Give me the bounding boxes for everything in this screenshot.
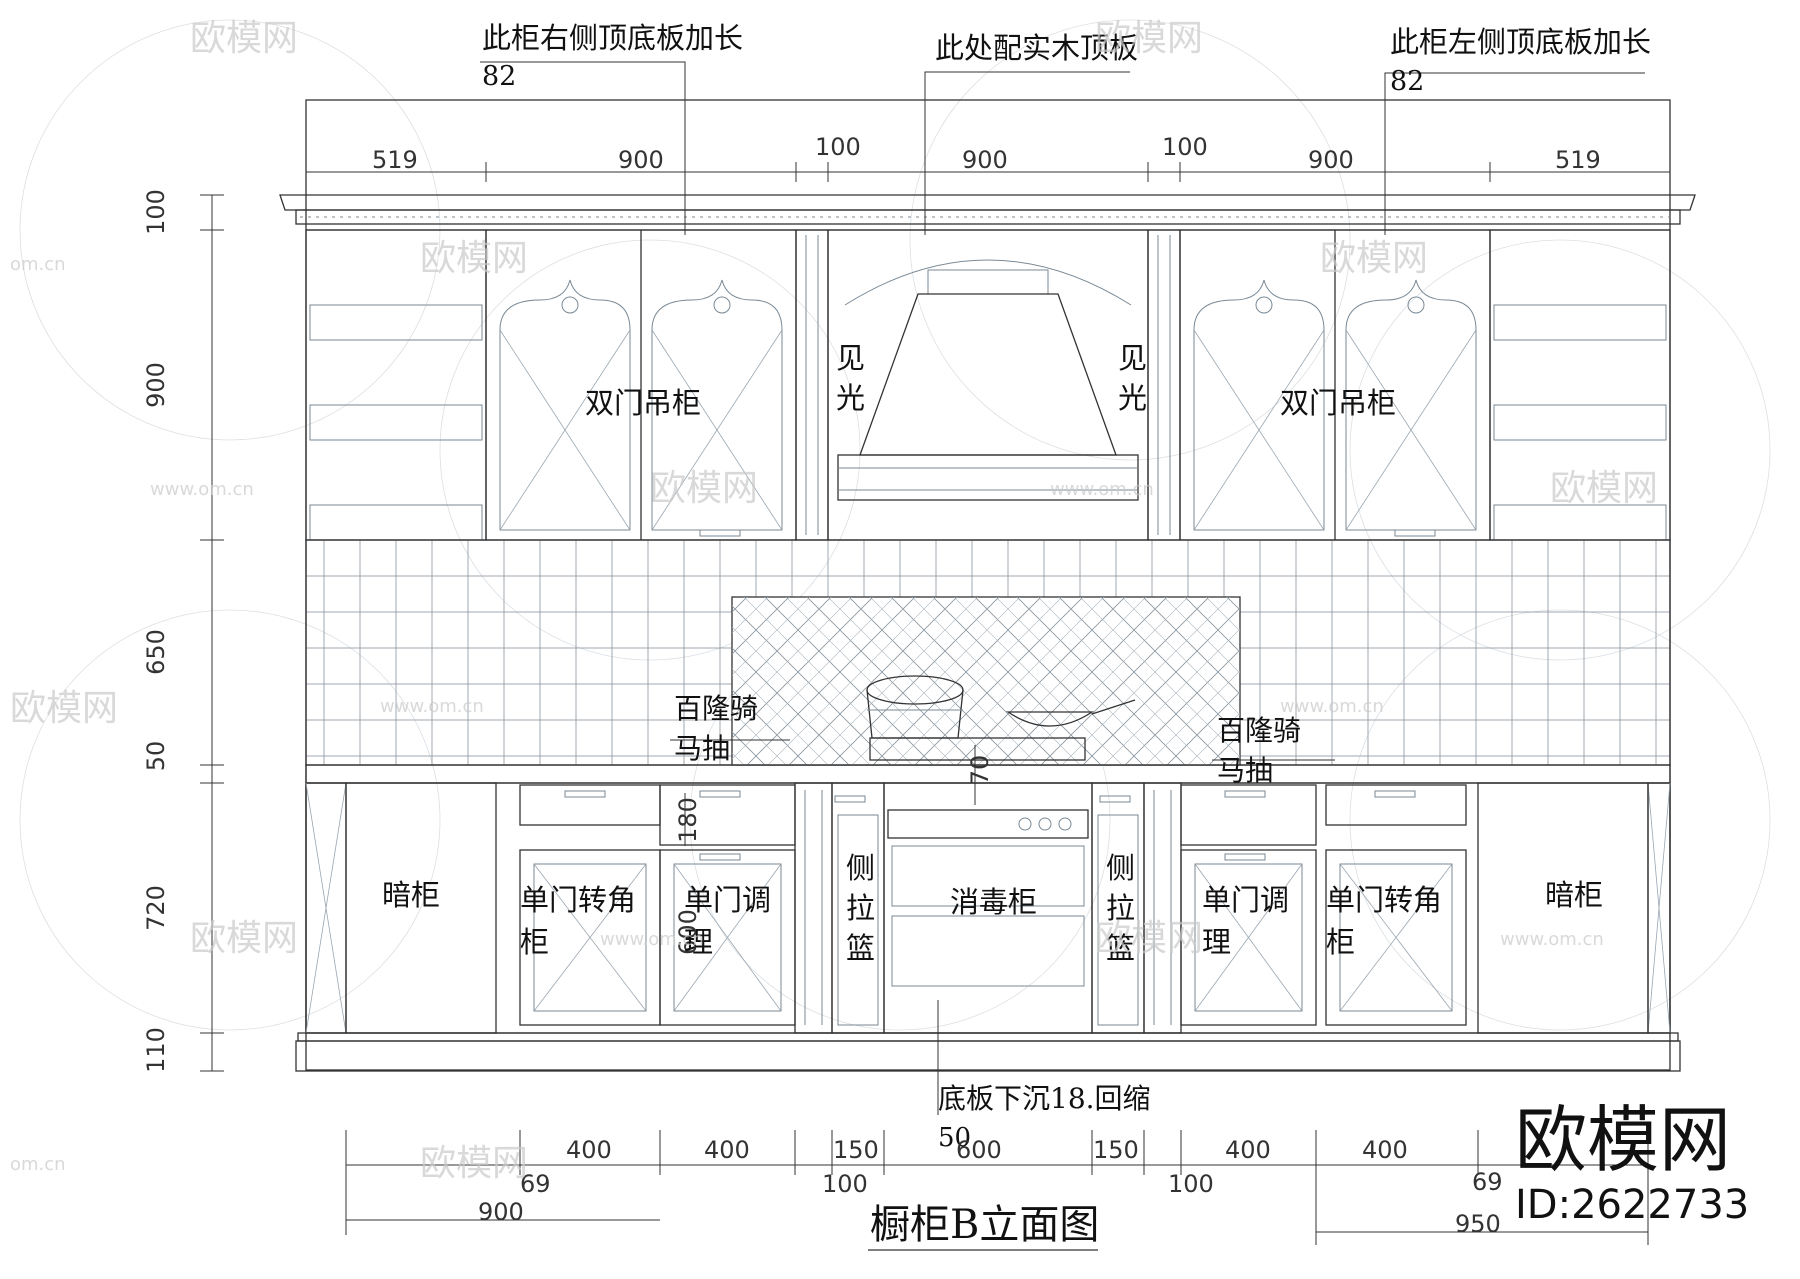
dim-top-4: 900: [962, 146, 1008, 174]
dim-top-3: 100: [815, 133, 861, 161]
bottom-dimension-chain: [345, 1130, 1649, 1245]
brand-logo-text: 欧模网: [1515, 1098, 1731, 1182]
watermark-site-2: www.om.cn: [1050, 479, 1154, 500]
watermark-brand-2: 欧模网: [1095, 18, 1203, 59]
label-upper-left-cabinet: 双门吊柜: [585, 386, 701, 420]
label-seasoning-right-2: 理: [1202, 925, 1231, 959]
label-drawer-left-1: 百隆骑: [674, 692, 758, 725]
label-visible-side-right-2: 光: [1118, 381, 1147, 415]
left-dimension-chain: [200, 194, 976, 1072]
note-solid-wood-top: 此处配实木顶板: [935, 31, 1138, 65]
label-drawer-left-2: 马抽: [674, 732, 730, 765]
dim-bottom-3: 150: [833, 1136, 879, 1164]
dim-bottom-2: 400: [704, 1136, 750, 1164]
dim-drawer-height: 180: [674, 797, 702, 843]
upper-cabinets: [305, 229, 1671, 541]
watermark-site-short-2: om.cn: [10, 1154, 66, 1175]
dim-bottom-small-left: 69: [520, 1170, 551, 1198]
watermark-brand-6: 欧模网: [1550, 468, 1658, 509]
label-corner-left-2: 柜: [520, 925, 549, 959]
label-seasoning-left-1: 单门调: [684, 883, 771, 917]
watermark-logos: 欧模网 欧模网 欧模网 欧模网 欧模网 欧模网 欧模网 欧模网 欧模网 欧模网 …: [10, 18, 1658, 1184]
label-sterilizer: 消毒柜: [950, 885, 1037, 919]
label-drawer-right-2: 马抽: [1217, 754, 1273, 787]
label-visible-side-left-2: 光: [836, 381, 865, 415]
label-visible-side-left-1: 见: [836, 341, 865, 375]
watermark-brand-7: 欧模网: [10, 688, 118, 729]
label-upper-right-cabinet: 双门吊柜: [1280, 386, 1396, 420]
label-visible-side-right-1: 见: [1118, 341, 1147, 375]
dim-top-6: 900: [1308, 146, 1354, 174]
label-seasoning-right-1: 单门调: [1202, 883, 1289, 917]
dim-left-6: 110: [142, 1027, 170, 1073]
label-pullout-left-1: 侧: [846, 851, 875, 885]
dim-top-5: 100: [1162, 133, 1208, 161]
watermark-site-1: www.om.cn: [150, 479, 254, 500]
backsplash: [305, 539, 1671, 766]
label-hidden-left: 暗柜: [382, 878, 440, 912]
label-pullout-left-2: 拉: [846, 891, 875, 925]
watermark-brand-8: 欧模网: [190, 918, 298, 959]
label-corner-left-1: 单门转角: [520, 883, 636, 917]
dim-bottom-5: 150: [1093, 1136, 1139, 1164]
dim-bottom-total-left: 900: [478, 1198, 524, 1226]
top-dimension-chain: [305, 162, 1671, 182]
dim-left-3: 650: [142, 629, 170, 675]
dim-top-2: 900: [618, 146, 664, 174]
dim-left-2: 900: [142, 362, 170, 408]
note-right-board-extend: 此柜右侧顶底板加长: [482, 21, 743, 55]
label-pullout-right-3: 篮: [1106, 931, 1135, 965]
top-dimension-labels: 519 900 100 900 100 900 519: [372, 133, 1601, 174]
dim-bottom-4: 600: [956, 1136, 1002, 1164]
drawing-title: 橱柜B立面图: [870, 1202, 1099, 1248]
watermark-brand-9: 欧模网: [1095, 918, 1203, 959]
dim-left-1: 100: [142, 189, 170, 235]
dim-left-4: 50: [142, 741, 170, 772]
watermark-brand-10: 欧模网: [420, 1143, 528, 1184]
note-left-board-value: 82: [1390, 66, 1424, 97]
watermark-site-5: www.om.cn: [600, 929, 704, 950]
label-pullout-left-3: 篮: [846, 931, 875, 965]
watermark-site-6: www.om.cn: [1500, 929, 1604, 950]
label-drawer-right-1: 百隆骑: [1217, 714, 1301, 747]
watermark-brand-5: 欧模网: [650, 468, 758, 509]
label-pullout-right-2: 拉: [1106, 891, 1135, 925]
watermark-site-3: www.om.cn: [380, 696, 484, 717]
dim-top-1: 519: [372, 146, 418, 174]
note-base-board: 底板下沉18.回缩: [938, 1082, 1151, 1115]
dim-bottom-total-right: 950: [1455, 1210, 1501, 1238]
label-corner-right-1: 单门转角: [1326, 883, 1442, 917]
bottom-dimension-labels: 400 400 150 600 150 400 400 69 69 100 10…: [478, 1136, 1503, 1238]
dim-bottom-1: 400: [566, 1136, 612, 1164]
dim-top-7: 519: [1555, 146, 1601, 174]
leader-lines: [480, 61, 1645, 1115]
watermark-site-4: www.om.cn: [1280, 696, 1384, 717]
dim-bottom-small-right: 69: [1472, 1168, 1503, 1196]
note-left-board-extend: 此柜左侧顶底板加长: [1390, 25, 1651, 59]
watermark-site-short-1: om.cn: [10, 254, 66, 275]
label-seasoning-left-2: 理: [684, 925, 713, 959]
plinth: [295, 1032, 1681, 1072]
watermark-brand-4: 欧模网: [1320, 238, 1428, 279]
label-pullout-right-1: 侧: [1106, 851, 1135, 885]
dim-bottom-7: 400: [1362, 1136, 1408, 1164]
dim-door-600: 600: [674, 909, 702, 955]
model-id: ID:2622733: [1515, 1182, 1749, 1228]
dim-gap-70: 70: [966, 755, 994, 786]
crown-moulding: [279, 194, 1696, 231]
watermark-brand-3: 欧模网: [420, 238, 528, 279]
note-base-board-value: 50: [938, 1123, 971, 1153]
cabinet-labels: 双门吊柜 双门吊柜 见 光 见 光 百隆骑 马抽 百隆骑 马抽 暗柜 暗柜 单门…: [382, 341, 1603, 965]
dim-bottom-100-right: 100: [1168, 1170, 1214, 1198]
note-right-board-value: 82: [482, 61, 516, 92]
left-dimension-labels: 100 900 650 50 720 110 180 70 600: [142, 189, 994, 1073]
label-corner-right-2: 柜: [1326, 925, 1355, 959]
label-hidden-right: 暗柜: [1545, 878, 1603, 912]
dim-left-5: 720: [142, 885, 170, 931]
dim-bottom-6: 400: [1225, 1136, 1271, 1164]
dim-bottom-100-left: 100: [822, 1170, 868, 1198]
watermark-brand-1: 欧模网: [190, 18, 298, 59]
